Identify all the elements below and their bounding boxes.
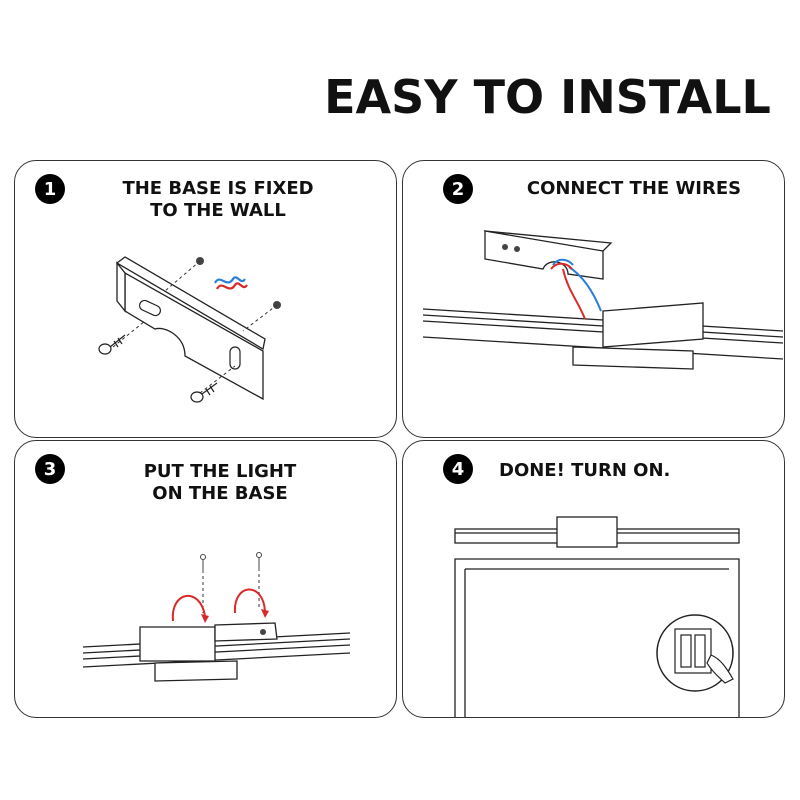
finger-icon (706, 654, 734, 684)
page-title: EASY TO INSTALL (324, 70, 771, 124)
step-3-line-2: ON THE BASE (152, 483, 288, 504)
installed-light (454, 516, 740, 548)
step-2-panel: 2 CONNECT THE WIRES (402, 160, 785, 438)
screw-left (98, 334, 126, 355)
step-3-line-1: PUT THE LIGHT (143, 461, 297, 482)
arrow-left (171, 595, 206, 622)
base-plate (483, 230, 613, 280)
blue-wire (568, 266, 602, 312)
step-3-number: 3 (35, 454, 65, 484)
put-light-on-base-illustration (82, 552, 351, 682)
red-wire (562, 268, 586, 320)
mirror-frame (454, 558, 740, 717)
step-2-line-1: CONNECT THE WIRES (526, 178, 742, 199)
wall-base-mounting-illustration (98, 256, 281, 403)
plate-slot-left (138, 299, 162, 317)
step-1-line-2: TO THE WALL (150, 200, 286, 221)
driver-box (139, 626, 216, 662)
done-turn-on-illustration (454, 516, 740, 717)
step-4-text: DONE! TURN ON. (499, 460, 699, 482)
step-4-line-1: DONE! TURN ON. (499, 460, 671, 481)
step-3-text: PUT THE LIGHT ON THE BASE (110, 461, 330, 505)
red-wire (216, 282, 248, 290)
driver-box (572, 302, 704, 370)
plate-slot-right (229, 346, 241, 370)
step-2-number: 2 (443, 174, 473, 204)
base-plate (214, 622, 278, 642)
step-1-text: THE BASE IS FIXED TO THE WALL (103, 178, 333, 222)
step-4-panel: 4 DONE! TURN ON. (402, 440, 785, 718)
step-1-line-1: THE BASE IS FIXED (122, 178, 314, 199)
light-switch (674, 628, 712, 674)
step-1-number: 1 (35, 174, 65, 204)
blue-wire (214, 276, 246, 284)
step-3-panel: 3 PUT THE LIGHT ON THE BASE (14, 440, 397, 718)
connect-wires-illustration (422, 230, 784, 370)
step-1-panel: 1 THE BASE IS FIXED TO THE WALL (14, 160, 397, 438)
mounting-plate (115, 256, 266, 401)
screw-bottom (190, 382, 218, 403)
step-4-number: 4 (443, 454, 473, 484)
step-2-text: CONNECT THE WIRES (499, 178, 769, 200)
arrow-right (233, 588, 266, 614)
